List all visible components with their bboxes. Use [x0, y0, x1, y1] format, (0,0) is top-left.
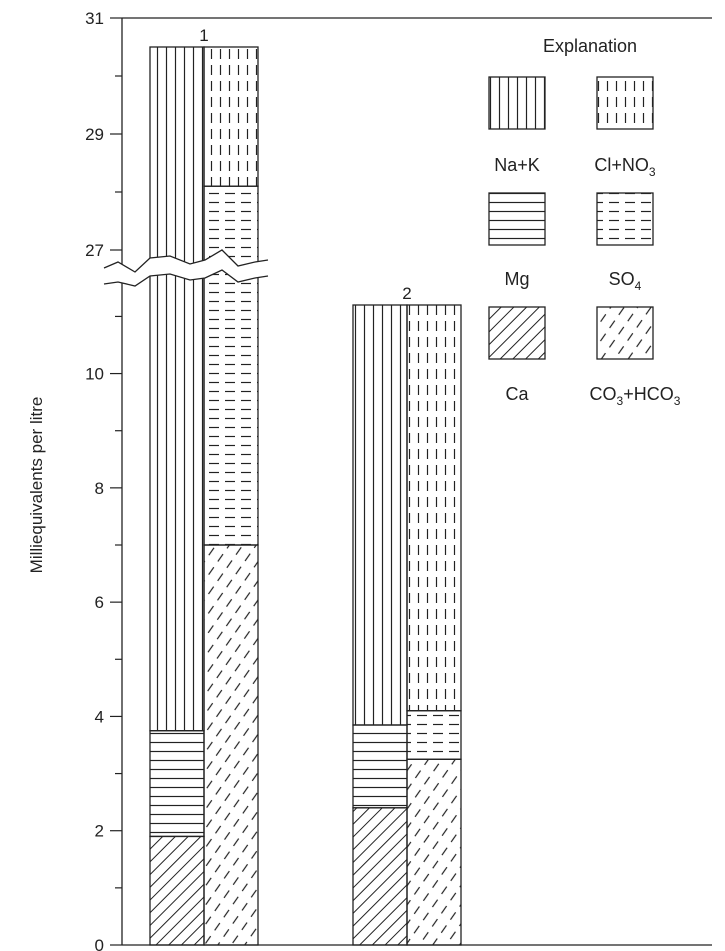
bar-1-anions-so4	[203, 185, 259, 546]
axis-break	[103, 249, 269, 287]
y-tick-31-label: 31	[85, 9, 104, 28]
bars: 12	[149, 26, 462, 946]
y-tick-29-label: 29	[85, 125, 104, 144]
bar-1-cations-ca	[149, 835, 205, 946]
legend-swatch-co3hco3	[596, 306, 654, 360]
y-tick-6-label: 6	[95, 593, 104, 612]
bar-2-cations-nak	[352, 304, 408, 726]
bar-2-anions-so4	[406, 710, 462, 760]
bar-2-cations-ca	[352, 807, 408, 946]
bar-2-anions-clno3	[406, 304, 462, 712]
y-axis: 0 2 4 6 8 10 27 29 31	[85, 9, 122, 951]
axis-break-line-lower	[103, 269, 269, 287]
bar-label-1: 1	[199, 26, 208, 45]
legend-swatch-nak	[488, 76, 546, 130]
legend-label-co3hco3: CO3+HCO3	[590, 384, 681, 408]
y-axis-label: Milliequivalents per litre	[27, 397, 46, 574]
legend-label-nak: Na+K	[494, 155, 540, 175]
y-tick-0-label: 0	[95, 936, 104, 951]
bar-label-2: 2	[402, 284, 411, 303]
y-tick-10-label: 10	[85, 365, 104, 384]
bar-1-cations-mg	[149, 730, 205, 838]
legend-swatch-so4	[596, 192, 654, 246]
legend-label-ca: Ca	[505, 384, 529, 404]
legend-title: Explanation	[543, 36, 637, 56]
bar-1-anions-co3hco3	[203, 544, 259, 946]
bar-2-cations-mg	[352, 724, 408, 809]
axis-break-line-upper	[103, 249, 269, 273]
legend-label-so4: SO4	[609, 269, 642, 293]
bar-1-cations-nak	[149, 46, 205, 732]
axis-break-band	[104, 250, 268, 286]
bar-1-anions-clno3	[203, 46, 259, 187]
y-tick-4-label: 4	[95, 707, 104, 726]
legend-label-clno3: Cl+NO3	[594, 155, 656, 179]
legend-swatch-clno3	[596, 76, 654, 130]
y-tick-2-label: 2	[95, 822, 104, 841]
legend-swatch-mg	[488, 192, 546, 246]
legend-swatch-ca	[488, 306, 546, 360]
legend-label-mg: Mg	[504, 269, 529, 289]
y-tick-27-label: 27	[85, 241, 104, 260]
bar-2-anions-co3hco3	[406, 758, 462, 946]
y-tick-8-label: 8	[95, 479, 104, 498]
